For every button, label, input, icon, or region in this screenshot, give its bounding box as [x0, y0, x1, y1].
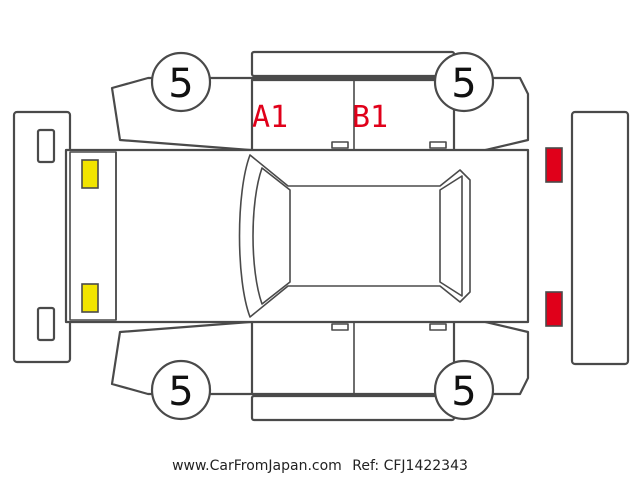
rear-light-lower — [545, 291, 563, 327]
front-bumper — [12, 110, 72, 364]
left-side-view — [110, 50, 530, 158]
tire-rear-left-depth: 5 — [451, 61, 476, 107]
footer-site: www.CarFromJapan.com — [172, 458, 342, 474]
tire-front-right: 5 — [150, 359, 212, 421]
front-light-lower — [81, 283, 99, 313]
rear-bumper — [570, 110, 630, 366]
tire-rear-right: 5 — [433, 359, 495, 421]
tire-rear-left: 5 — [433, 51, 495, 113]
damage-mark-b1: B1 — [352, 100, 388, 135]
tire-rear-right-depth: 5 — [451, 369, 476, 415]
tire-front-left-depth: 5 — [168, 61, 193, 107]
footer-ref: Ref: CFJ1422343 — [352, 458, 468, 474]
damage-mark-a1: A1 — [252, 100, 288, 135]
top-view — [64, 148, 530, 324]
tire-front-left: 5 — [150, 51, 212, 113]
watermark-footer: www.CarFromJapan.com Ref: CFJ1422343 — [0, 458, 640, 474]
rear-light-upper — [545, 147, 563, 183]
right-side-view — [110, 314, 530, 422]
front-light-upper — [81, 159, 99, 189]
tire-front-right-depth: 5 — [168, 369, 193, 415]
